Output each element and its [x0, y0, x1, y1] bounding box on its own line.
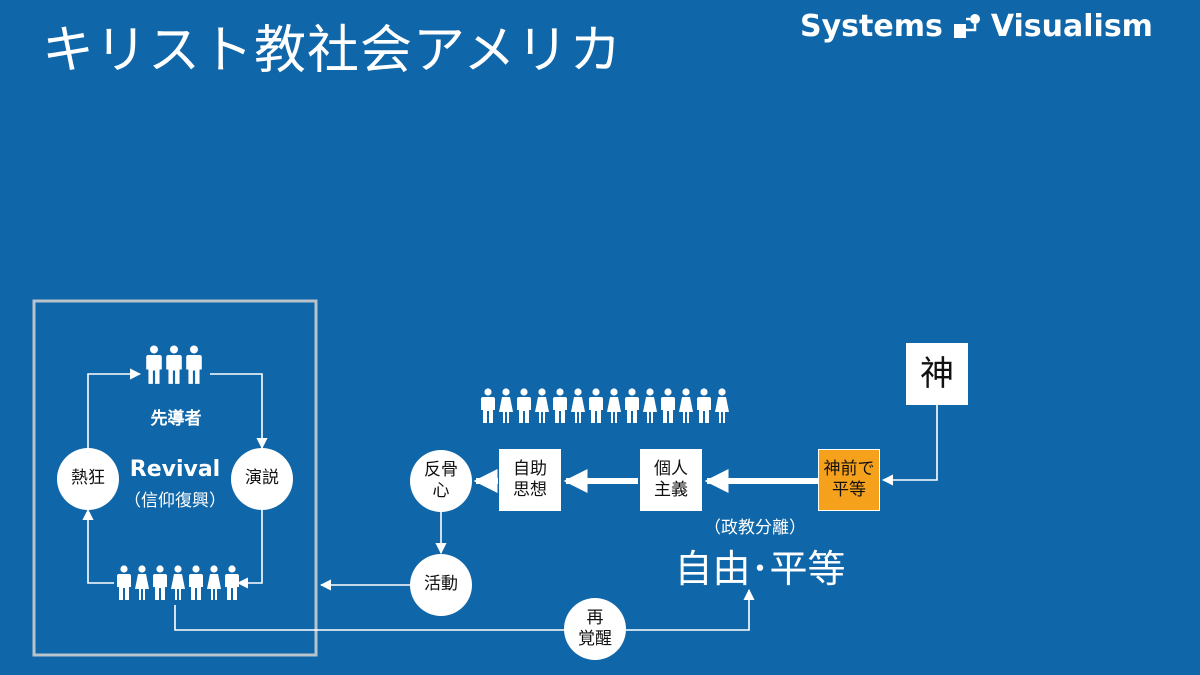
systems-visualism-logo-icon [953, 14, 980, 38]
speech-node: 演説 [231, 448, 293, 510]
person-icon [166, 345, 182, 384]
leaders-label: 先導者 [150, 409, 202, 429]
arrow-frenzy-to-leaders [87, 368, 142, 448]
person-icon [117, 565, 131, 600]
god-node: 神 [906, 343, 968, 405]
person-icon [499, 388, 513, 423]
person-icon [679, 388, 693, 423]
person-icon [135, 565, 149, 600]
arrow-god-to-equal [881, 405, 938, 486]
person-icon [517, 388, 531, 423]
leaders-icon-group [145, 345, 203, 385]
person-icon [189, 565, 203, 600]
revival-frame [32, 299, 318, 657]
brand-logo: Systems Visualism [800, 6, 1153, 46]
person-icon [697, 388, 711, 423]
brand-text-left: Systems [800, 8, 943, 44]
individualism-node: 個人 主義 [640, 449, 702, 511]
self-help-node: 自助 思想 [499, 449, 561, 511]
person-icon [661, 388, 675, 423]
revival-subtitle: （信仰復興） [124, 491, 226, 511]
frenzy-node: 熱狂 [57, 448, 119, 510]
rebellion-node: 反骨 心 [410, 450, 472, 512]
person-icon [225, 565, 239, 600]
person-icon [643, 388, 657, 423]
revival-crowd-icon-group [116, 565, 240, 601]
arrow-speech-to-crowd [236, 510, 263, 589]
arrow-crowd-to-freedom [174, 588, 755, 631]
crowd-icon-group [480, 388, 730, 424]
arrow-leaders-to-speech [210, 373, 268, 450]
person-icon [146, 345, 162, 384]
page-title: キリスト教社会アメリカ [42, 21, 623, 81]
person-icon [571, 388, 585, 423]
person-icon [535, 388, 549, 423]
person-icon [153, 565, 167, 600]
person-icon [625, 388, 639, 423]
arrow-crowd-to-frenzy [82, 508, 114, 584]
person-icon [715, 388, 729, 423]
person-icon [553, 388, 567, 423]
person-icon [607, 388, 621, 423]
person-icon [589, 388, 603, 423]
person-icon [481, 388, 495, 423]
equal-before-god-node: 神前で 平等 [818, 449, 880, 511]
activity-node: 活動 [410, 554, 472, 616]
person-icon [171, 565, 185, 600]
person-icon [186, 345, 202, 384]
reawakening-node: 再 覚醒 [564, 598, 626, 660]
person-icon [207, 565, 221, 600]
brand-text-right: Visualism [990, 8, 1153, 44]
revival-title: Revival [129, 457, 221, 482]
freedom-equality-label: 自由･平等 [674, 547, 846, 591]
separation-label: （政教分離） [704, 518, 806, 538]
